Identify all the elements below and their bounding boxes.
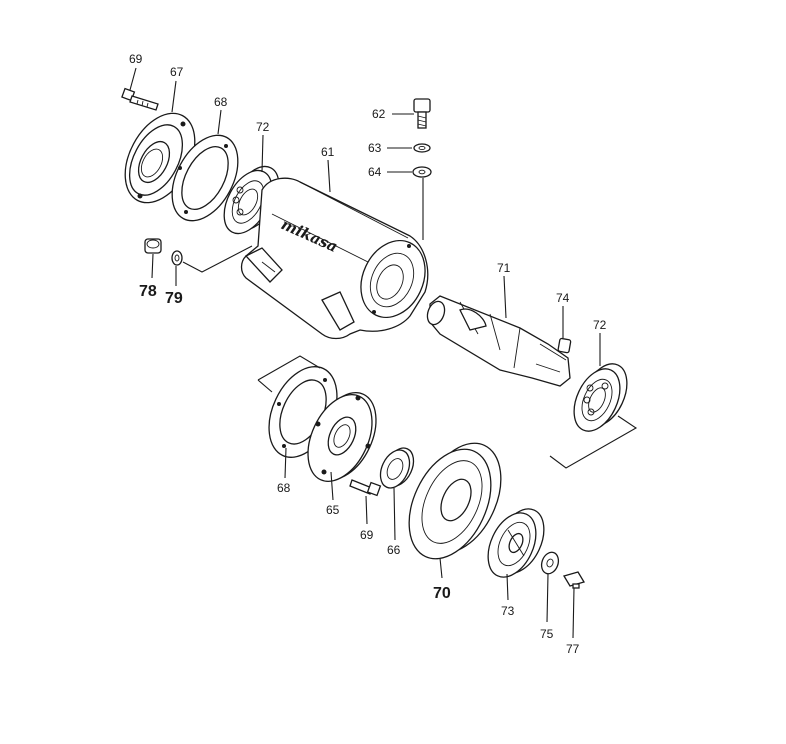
part-64-washer[interactable] [412,166,432,178]
callout-64: 64 [368,165,382,179]
bracket-left [257,355,321,381]
callout-72-top: 72 [256,120,270,134]
callout-69-top: 69 [129,52,143,66]
callout-72-right: 72 [593,318,607,332]
part-67-end-cover[interactable] [111,102,209,215]
part-63-lock-washer[interactable] [413,143,431,153]
callout-63: 63 [368,141,382,155]
part-68-gasket-top[interactable] [159,124,252,232]
callout-75: 75 [540,627,554,641]
callout-labels: 69 67 68 72 61 62 63 64 71 74 72 78 79 6… [129,52,607,656]
callout-73: 73 [501,604,515,618]
part-79-washer[interactable] [171,250,183,266]
callout-68-bottom: 68 [277,481,291,495]
callout-70: 70 [433,585,451,602]
callout-71: 71 [497,261,511,275]
part-73-small-pulley[interactable] [479,501,554,584]
bracket-right [549,415,638,469]
part-65-flange-plate[interactable] [295,382,389,491]
callout-78: 78 [139,283,157,300]
part-62-bolt[interactable] [413,98,431,129]
callout-74: 74 [556,291,570,305]
part-61-housing[interactable]: mikasa [240,177,438,340]
part-69-bolt-bottom[interactable] [349,479,382,497]
part-69-bolt-top[interactable] [121,87,159,111]
part-70-pulley[interactable] [393,430,517,572]
part-66-oil-seal[interactable] [375,443,419,492]
part-74-key[interactable] [557,337,572,354]
bracket-left-end [257,379,273,393]
callout-69-bottom: 69 [360,528,374,542]
callout-77: 77 [566,642,580,656]
callout-79: 79 [165,290,183,307]
callout-67: 67 [170,65,184,79]
callout-68-top: 68 [214,95,228,109]
part-71-shaft[interactable] [424,295,571,387]
callout-62: 62 [372,107,386,121]
leader-lines [129,67,601,639]
callout-61: 61 [321,145,335,159]
part-78-nut[interactable] [144,238,162,254]
part-77-bolt[interactable] [563,571,585,589]
callout-65: 65 [326,503,340,517]
callout-66: 66 [387,543,401,557]
part-72-bearing-right[interactable] [565,357,636,439]
part-75-washer[interactable] [539,550,562,576]
leader-79-to-housing [182,245,253,273]
